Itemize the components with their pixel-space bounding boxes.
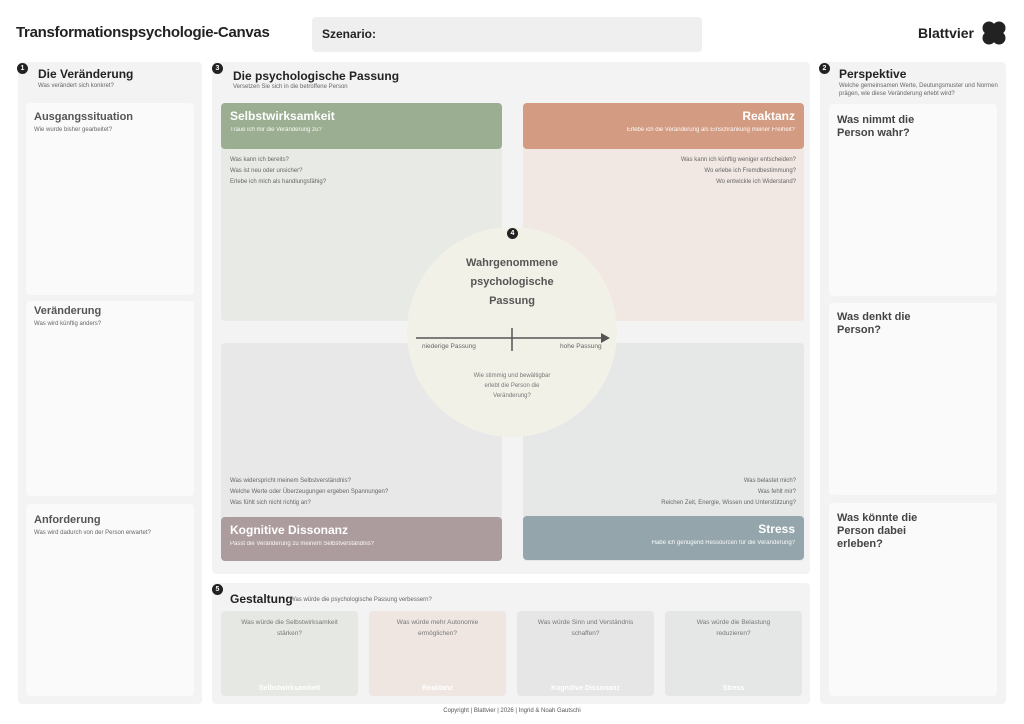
- section-number-1: 1: [17, 63, 28, 74]
- card-question-line: Was nimmt die: [837, 114, 915, 126]
- card-subtitle: Was wird künftig anders?: [34, 321, 102, 327]
- question: Was kann ich bereits?: [230, 157, 289, 163]
- card-question-line: Was könnte die: [837, 512, 918, 524]
- gestaltung-card-stress[interactable]: Was würde die Belastung reduzieren? Stre…: [665, 611, 802, 696]
- gestaltung-label: Reaktanz: [422, 685, 453, 692]
- gestaltung-question: Was würde die Belastung reduzieren?: [696, 619, 771, 637]
- card-subtitle: Was wird dadurch von der Person erwartet…: [34, 530, 151, 536]
- circle-question-line: erlebt die Person die: [484, 383, 540, 389]
- circle-question-line: Veränderung?: [493, 393, 531, 399]
- question: Welche Werte oder Überzeugungen ergeben …: [230, 489, 389, 495]
- circle-title-line: Wahrgenommene: [466, 257, 558, 269]
- quadrant-title: Reaktanz: [742, 109, 795, 123]
- card-denken[interactable]: Was denkt die Person?: [829, 303, 997, 495]
- question: Was belastet mich?: [743, 478, 796, 484]
- low-passung-label: niederige Passung: [422, 343, 476, 350]
- gestaltung-label: Stress: [722, 685, 745, 692]
- section-number-5: 5: [212, 584, 223, 595]
- scenario-field[interactable]: Szenario:: [312, 17, 702, 52]
- question: Was ist neu oder unsicher?: [230, 168, 303, 174]
- section-number-4: 4: [507, 228, 518, 239]
- gestaltung-label: Selbstwirksamkeit: [258, 685, 321, 692]
- header-stress: Stress Habe ich genügend Ressourcen für …: [523, 516, 804, 560]
- circle-question: Wie stimmig und bewältigbar erlebt die P…: [407, 371, 617, 401]
- card-question-line: Person?: [837, 324, 882, 336]
- circle-question-line: Wie stimmig und bewältigbar: [473, 373, 551, 379]
- question: Erlebe ich mich als handlungsfähig?: [230, 179, 327, 185]
- question: Was kann ich künftig weniger entscheiden…: [680, 157, 796, 163]
- quadrant-subtitle: Passt die Veränderung zu meinem Selbstve…: [230, 541, 375, 547]
- card-question-line: Was denkt die: [837, 311, 911, 323]
- question: Was fehlt mir?: [757, 489, 796, 495]
- card-erleben[interactable]: Was könnte die Person dabei erleben?: [829, 503, 997, 696]
- header-dissonanz: Kognitive Dissonanz Passt die Veränderun…: [221, 517, 502, 561]
- questions-selbstwirksamkeit: Was kann ich bereits? Was ist neu oder u…: [230, 155, 326, 188]
- question: Wo entwickle ich Widerstand?: [716, 179, 796, 185]
- passung-title: Die psychologische Passung: [233, 69, 400, 83]
- card-question-line: erleben?: [837, 538, 883, 550]
- scenario-label: Szenario:: [322, 27, 377, 41]
- header-reaktanz: Reaktanz Erlebe ich die Veränderung als …: [523, 103, 804, 149]
- section-number-2: 2: [819, 63, 830, 74]
- questions-reaktanz: Was kann ich künftig weniger entscheiden…: [600, 155, 796, 188]
- quadrant-title: Selbstwirksamkeit: [230, 109, 335, 123]
- circle-title: Wahrgenommene psychologische Passung: [407, 254, 617, 311]
- question: Was widerspricht meinem Selbstverständni…: [230, 478, 351, 484]
- card-subtitle: Wie wurde bisher gearbeitet?: [34, 127, 113, 133]
- gestaltung-question: Was würde mehr Autonomie: [396, 619, 479, 626]
- change-subtitle: Was verändert sich konkret?: [38, 83, 114, 89]
- question: Wo erlebe ich Fremdbestimmung?: [704, 168, 796, 174]
- gestaltung-label: Kognitive Dissonanz: [551, 685, 620, 692]
- header-selbstwirksamkeit: Selbstwirksamkeit Traue ich mir die Verä…: [221, 103, 502, 149]
- card-anforderung[interactable]: Anforderung Was wird dadurch von der Per…: [26, 504, 194, 696]
- gestaltung-title: Gestaltung: [230, 592, 293, 606]
- canvas-title: Transformationspsychologie-Canvas: [16, 24, 270, 41]
- high-passung-label: hohe Passung: [560, 343, 602, 350]
- gestaltung-question: stärken?: [277, 630, 302, 637]
- gestaltung-card-reaktanz[interactable]: Was würde mehr Autonomie ermöglichen? Rea…: [369, 611, 506, 696]
- passung-subtitle: Versetzen Sie sich in die betroffene Per…: [233, 84, 348, 90]
- questions-stress: Was belastet mich? Was fehlt mir? Reiche…: [600, 476, 796, 509]
- perspective-subtitle: Welche gemeinsamen Werte, Deutungsmuster…: [839, 83, 998, 97]
- card-veraenderung[interactable]: Veränderung Was wird künftig anders?: [26, 301, 194, 496]
- quadrant-title: Stress: [758, 522, 795, 536]
- card-wahrnehmung[interactable]: Was nimmt die Person wahr?: [829, 104, 997, 296]
- gestaltung-question: Was würde die Selbstwirksamkeit: [241, 619, 338, 626]
- questions-dissonanz: Was widerspricht meinem Selbstverständni…: [230, 476, 388, 509]
- card-title: Veränderung: [34, 305, 102, 317]
- gestaltung-question: ermöglichen?: [417, 630, 458, 637]
- passung-axis-arrow: [416, 328, 610, 351]
- brand-name: Blattvier: [917, 25, 974, 41]
- question: Reichen Zeit, Energie, Wissen und Unters…: [661, 500, 796, 506]
- card-ausgangssituation[interactable]: Ausgangssituation Wie wurde bisher gearb…: [26, 103, 194, 295]
- card-question-line: Person wahr?: [837, 127, 910, 139]
- quadrant-subtitle: Habe ich genügend Ressourcen für die Ver…: [651, 540, 795, 546]
- copyright-footer: Copyright | Blattvier | 2026 | Ingrid & …: [443, 708, 581, 714]
- quadrant-title: Kognitive Dissonanz: [230, 523, 349, 537]
- perspective-title: Perspektive: [839, 67, 907, 81]
- question: Was fühlt sich nicht richtig an?: [230, 500, 311, 506]
- quadrant-subtitle: Erlebe ich die Veränderung als Einschrän…: [626, 127, 795, 133]
- gestaltung-question: schaffen?: [571, 630, 600, 637]
- clover-logo-icon: [982, 21, 1006, 45]
- card-question-line: Person dabei: [837, 525, 907, 537]
- gestaltung-subtitle: Was würde die psychologische Passung ver…: [290, 597, 432, 603]
- change-title: Die Veränderung: [38, 67, 134, 81]
- card-title: Anforderung: [34, 514, 101, 526]
- gestaltung-question: Was würde Sinn und Verständnis: [537, 619, 634, 626]
- card-title: Ausgangssituation: [34, 111, 134, 123]
- circle-title-line: psychologische: [470, 276, 554, 288]
- circle-title-line: Passung: [489, 295, 535, 307]
- section-number-3: 3: [212, 63, 223, 74]
- quadrant-subtitle: Traue ich mir die Veränderung zu?: [230, 127, 322, 133]
